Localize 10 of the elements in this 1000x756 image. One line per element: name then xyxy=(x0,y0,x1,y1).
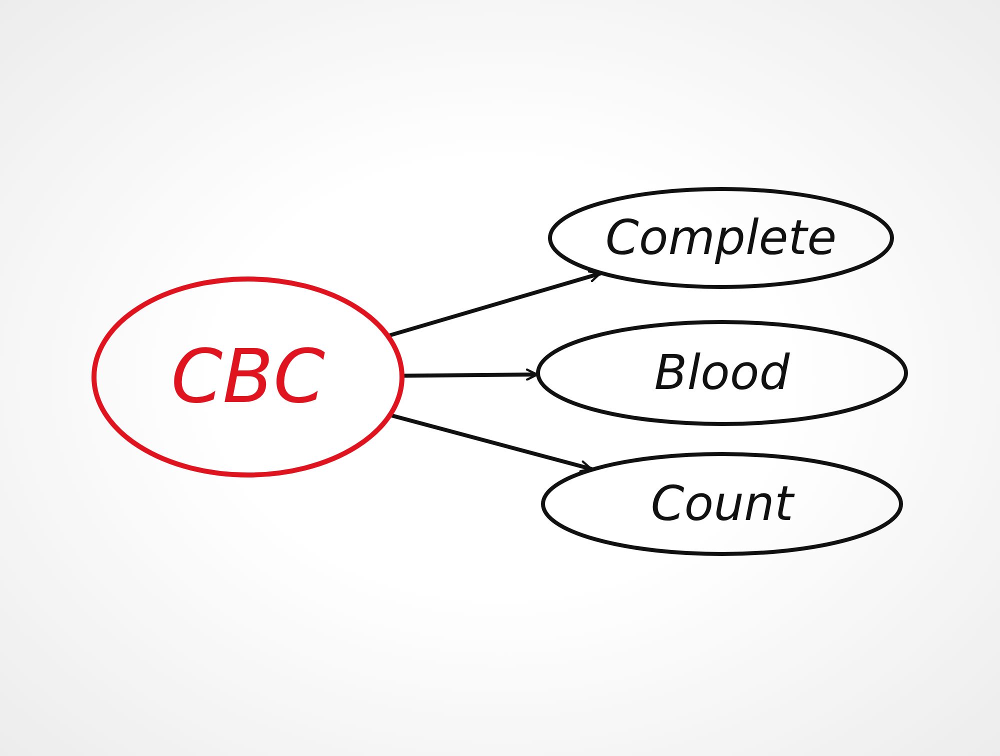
term-ellipse xyxy=(541,452,903,556)
term-text: Blood xyxy=(654,345,790,401)
acronym-ellipse xyxy=(92,277,404,477)
arrow xyxy=(388,413,594,472)
term-ellipse xyxy=(548,187,894,289)
acronym-text: CBC xyxy=(170,334,326,420)
term-text: Count xyxy=(650,476,794,532)
term-text: Complete xyxy=(605,210,837,266)
arrow xyxy=(386,270,602,338)
term-ellipse xyxy=(536,320,908,426)
